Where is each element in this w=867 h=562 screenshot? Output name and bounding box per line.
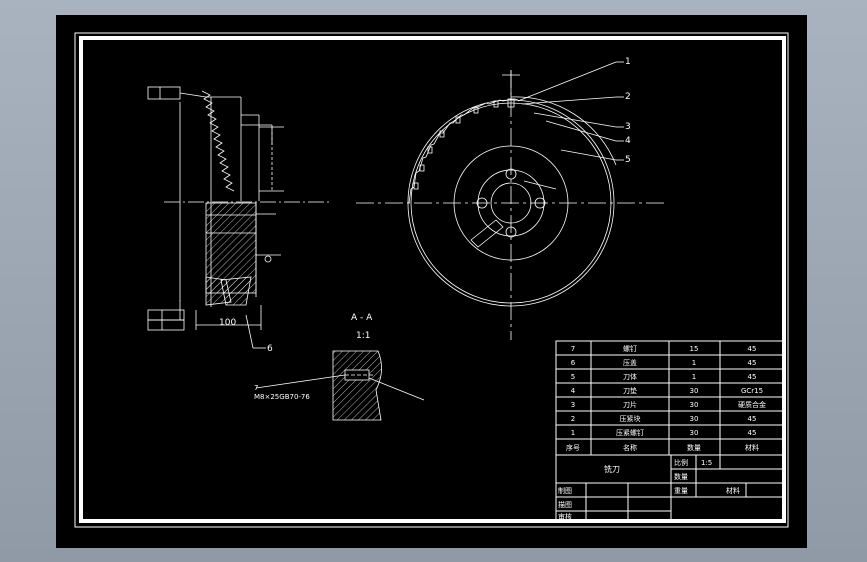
bom-no: 3 [571,401,575,409]
bom-no: 2 [571,415,575,423]
bom-qty: 1 [692,359,696,367]
bom-qty: 15 [690,345,699,353]
view-label: A - A [351,313,373,323]
balloon-5: 5 [625,155,631,165]
bom-header-no: 序号 [566,443,580,452]
bom-name: 压紧螺钉 [616,428,644,437]
front-view [356,61,668,340]
scale-label: 比例 [674,458,688,467]
bom-name: 螺钉 [623,344,637,353]
bom-no: 6 [571,359,576,367]
drawing-sheet: 1 2 3 4 5 6 7 100 A - A 1:1 M8×25GB70-76… [56,15,807,548]
thread-note: M8×25GB70-76 [254,393,310,401]
balloon-6: 6 [267,344,273,354]
bom-no: 1 [571,429,575,437]
title-block [555,454,785,522]
bom-name: 刀片 [623,400,637,409]
outer-border [74,32,789,528]
material-label: 材料 [726,486,740,495]
bom-name: 压紧块 [620,414,641,423]
section-view [147,86,332,349]
bom-qty: 30 [690,401,699,409]
drawn-label: 制图 [558,486,572,495]
bom-no: 5 [571,373,575,381]
bom-material: GCr15 [741,387,763,395]
bom-no: 4 [571,387,576,395]
bom-material: 45 [748,345,757,353]
detail-view [255,350,425,421]
bom-material: 硬质合金 [738,400,766,409]
bom-header-material: 材料 [745,443,759,452]
part-name: 铣刀 [604,464,620,474]
bom-qty: 30 [690,387,699,395]
bom-material: 45 [748,359,757,367]
balloon-2: 2 [625,92,631,102]
cad-drawing: 1 2 3 4 5 6 7 100 A - A 1:1 M8×25GB70-76… [74,32,789,528]
balloon-1: 1 [625,57,631,67]
balloon-4: 4 [625,136,631,146]
count-label: 数量 [674,472,688,481]
balloon-7: 7 [254,384,258,392]
weight-label: 重量 [674,487,688,495]
bom-qty: 1 [692,373,696,381]
bom-qty: 30 [690,429,699,437]
bom-material: 45 [748,429,757,437]
bom-name: 刀垫 [623,386,637,395]
design-label: 描图 [558,500,572,509]
bom-name: 刀体 [623,372,637,381]
scale-value: 1:5 [701,459,712,467]
view-scale: 1:1 [356,331,370,341]
bom-material: 45 [748,415,757,423]
bom-qty: 30 [690,415,699,423]
dimension-100: 100 [219,318,236,328]
bom-header-qty: 数量 [687,443,701,452]
bom-header-name: 名称 [623,443,637,452]
bom-name: 压盖 [623,358,637,367]
inner-frame [79,36,786,523]
bom-rows: 7 螺钉 15 45 6 压盖 1 45 5 刀体 1 45 4 刀垫 30 G… [566,344,766,452]
balloon-3: 3 [625,122,631,132]
review-label: 审核 [558,512,572,521]
bom-no: 7 [571,345,575,353]
bom-material: 45 [748,373,757,381]
